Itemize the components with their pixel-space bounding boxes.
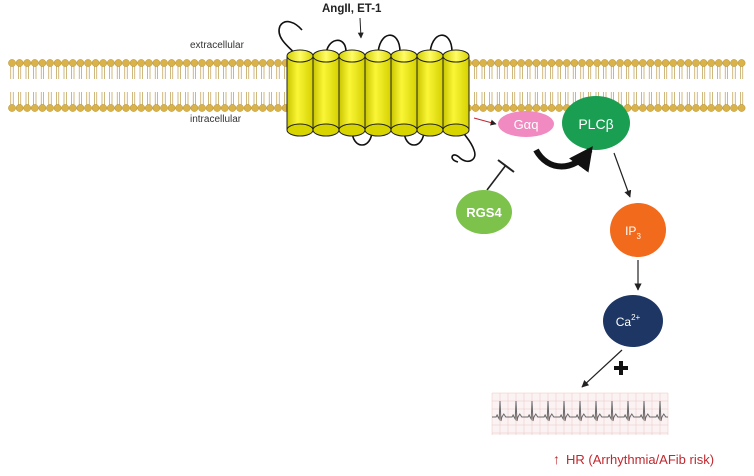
g-alpha-q-label: Gαq bbox=[514, 117, 539, 132]
rgs4-label: RGS4 bbox=[466, 205, 502, 220]
gpcr-receptor bbox=[286, 49, 470, 137]
transmembrane-helix-1 bbox=[286, 49, 314, 137]
calcium-to-heart-arrow bbox=[581, 349, 623, 388]
extracellular-label: extracellular bbox=[190, 40, 245, 51]
rgs4-inhibition-line bbox=[486, 164, 507, 191]
transmembrane-helix-6 bbox=[416, 49, 444, 137]
plus-sign-icon bbox=[614, 361, 628, 375]
g-alpha-q-node: Gαq bbox=[498, 111, 554, 137]
calcium-node: Ca2+ bbox=[603, 295, 663, 347]
outcome-arrow-icon: ↑ bbox=[553, 451, 560, 467]
transmembrane-helix-2 bbox=[312, 49, 340, 137]
transmembrane-helix-4 bbox=[364, 49, 392, 137]
outcome-label: HR (Arrhythmia/AFib risk) bbox=[566, 452, 714, 467]
ip3-label: IP3 bbox=[625, 224, 641, 241]
inhibition-bar-icon bbox=[497, 159, 515, 173]
ip3-node: IP3 bbox=[610, 203, 666, 257]
rgs4-node: RGS4 bbox=[456, 190, 512, 234]
ligand-arrow bbox=[357, 17, 364, 39]
receptor-to-gaq-arrow bbox=[473, 117, 497, 126]
ligand-label: AngII, ET-1 bbox=[322, 3, 382, 15]
transmembrane-helix-3 bbox=[338, 49, 366, 137]
calcium-label: Ca2+ bbox=[616, 313, 641, 329]
intracellular-label: intracellular bbox=[190, 114, 242, 125]
plc-beta-label: PLCβ bbox=[578, 116, 613, 132]
plc-beta-node: PLCβ bbox=[562, 96, 630, 150]
transmembrane-helix-5 bbox=[390, 49, 418, 137]
plc-to-ip3-arrow bbox=[613, 152, 632, 198]
transmembrane-helix-7 bbox=[442, 49, 470, 137]
activation-curved-arrow-icon bbox=[533, 146, 593, 173]
ecg-trace-icon bbox=[491, 392, 669, 435]
